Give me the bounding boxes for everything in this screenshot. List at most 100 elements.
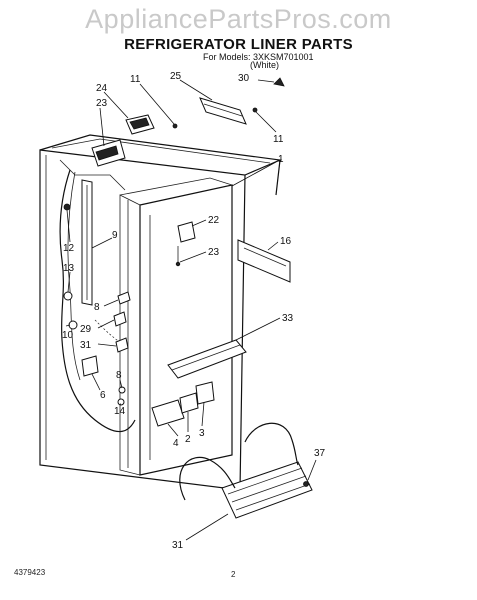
leader-9 [91, 237, 113, 249]
callout-4: 4 [173, 438, 179, 449]
part-34-shelf [167, 339, 247, 379]
leader-3 [201, 401, 205, 427]
leader-31 [185, 513, 229, 541]
part-26-edge [203, 103, 243, 117]
callout-23: 23 [208, 247, 220, 258]
cabinet-top-inner [51, 138, 271, 164]
watermark: AppliancePartsPros.com [85, 4, 392, 34]
harness-wire-2 [67, 171, 81, 381]
callout-11-right: 11 [273, 134, 284, 145]
part-16-ridge [243, 247, 287, 267]
page-title: REFRIGERATOR LINER PARTS [124, 36, 353, 53]
part-22-bracket [177, 221, 196, 243]
screw-11-top [172, 123, 178, 129]
leader-22 [191, 219, 207, 227]
leader-lines [65, 79, 317, 541]
leader-30 [257, 79, 275, 83]
page-number: 2 [231, 570, 236, 579]
part-24-25-assembly [91, 114, 178, 167]
part-16-body [237, 239, 291, 283]
callout-12: 12 [63, 243, 75, 254]
leader-33 [97, 343, 117, 347]
leader-24 [99, 107, 105, 147]
part-29-clip [113, 311, 127, 327]
part-25-insert [129, 117, 150, 130]
part-31-assembly [179, 422, 313, 519]
small-parts-left [63, 203, 131, 406]
leader-23 [179, 251, 207, 263]
part-24-block [95, 145, 119, 161]
callout-37: 37 [314, 448, 326, 459]
leader-10 [65, 324, 71, 327]
callout-22: 22 [208, 215, 220, 226]
part-33-clip [115, 337, 129, 353]
callout-24: 23 [96, 98, 108, 109]
callout-16: 16 [280, 236, 292, 247]
part-8-clip-upper [117, 291, 131, 305]
part-31-rib-1 [227, 467, 303, 495]
leader-25 [103, 91, 129, 119]
part-10-grommet [68, 320, 78, 330]
model-line: For Models: 3XKSM701001 [203, 52, 314, 62]
lower-parts [151, 381, 215, 427]
callout-31: 31 [172, 540, 184, 551]
part-2-clip [179, 392, 199, 414]
part-3-clip [195, 381, 215, 405]
leader-6 [91, 373, 101, 391]
part-34-edge [171, 344, 241, 371]
callout-30: 30 [238, 73, 250, 84]
leader-26 [179, 79, 213, 101]
leader-37 [307, 459, 317, 481]
callout-11-top: 11 [130, 74, 141, 85]
part-26-bracket [199, 97, 247, 125]
callout-8-lower: 8 [116, 370, 122, 381]
callout-34: 33 [282, 313, 294, 324]
liner-top [119, 177, 233, 196]
part-31-rib-3 [235, 483, 311, 511]
part-4-block [151, 399, 185, 427]
callout-3: 3 [199, 428, 205, 439]
color-variant: (White) [250, 60, 279, 70]
leader-11-top [139, 83, 175, 125]
part-34-body [167, 339, 247, 379]
callout-8-upper: 8 [94, 302, 100, 313]
top-channel [59, 159, 126, 191]
part-31-rib-2 [231, 475, 307, 503]
side-rail [81, 179, 93, 306]
part-37-screw [303, 481, 309, 487]
leader-16 [267, 241, 279, 251]
harness-wire-1 [59, 169, 136, 433]
leader-34 [235, 317, 281, 341]
callout-1: 1 [278, 154, 284, 165]
part-26-assembly [199, 77, 285, 125]
callout-numbers: 24 23 11 25 30 11 1 22 23 16 33 9 12 13 … [62, 71, 326, 551]
leader-12 [66, 209, 71, 243]
screw-11-right [252, 107, 258, 113]
part-6-bracket [81, 355, 99, 377]
liner-opening [139, 184, 233, 476]
leader-1 [231, 161, 277, 187]
part-13-grommet [63, 291, 73, 301]
cabinet-top-edge [39, 134, 283, 176]
callout-9: 9 [112, 230, 118, 241]
cabinet-rear-edge [275, 159, 281, 196]
part-31-wire-right [244, 422, 299, 466]
part-16-support [237, 239, 291, 283]
callout-29: 29 [80, 324, 92, 335]
part-12-screw [63, 203, 71, 211]
part-23-head [175, 261, 181, 267]
document-number: 4379423 [14, 568, 46, 577]
callout-33: 31 [80, 340, 92, 351]
part-14-grommet [117, 398, 125, 406]
callout-25: 24 [96, 83, 108, 94]
callout-2: 2 [185, 434, 191, 445]
leader-4 [167, 423, 179, 437]
part-31-wire-left [179, 456, 236, 501]
callout-13: 13 [63, 263, 75, 274]
leader-8-upper [103, 299, 119, 307]
leader-11-right [255, 111, 277, 133]
leader-13 [67, 271, 71, 293]
part-30-clip [273, 77, 285, 87]
